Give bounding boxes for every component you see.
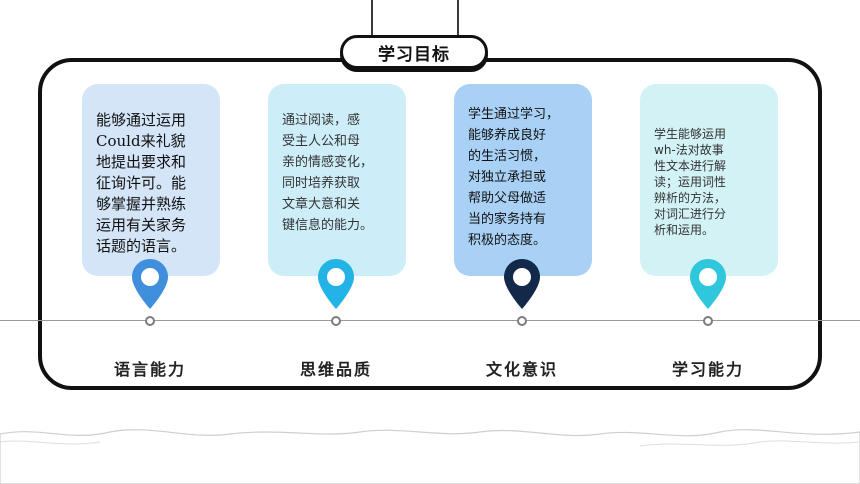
card-text: 能够通过运用 Could来礼貌 地提出要求和 征询许可。能 够掌握并熟练 运用有… xyxy=(96,111,187,255)
label-language-ability: 语言能力 xyxy=(113,360,186,379)
page-title: 学习目标 xyxy=(378,44,450,65)
card-text: 学生能够运用 wh-法对故事 性文本进行解 读；运用词性 辨析的方法， 对词汇进… xyxy=(654,127,727,237)
label-cultural-awareness: 文化意识 xyxy=(485,360,558,379)
location-pin-icon xyxy=(690,259,726,309)
card-cultural-awareness: 学生通过学习， 能够养成良好 的生活习惯， 对独立承担或 帮助父母做适 当的家务… xyxy=(454,84,592,276)
label-learning-ability: 学习能力 xyxy=(671,360,744,379)
timeline-dot xyxy=(145,316,155,326)
title-tab: 学习目标 xyxy=(340,35,488,69)
location-pin-icon xyxy=(318,259,354,309)
decorative-wave xyxy=(0,429,860,484)
timeline-dot xyxy=(703,316,713,326)
hanging-string-right xyxy=(457,0,459,40)
timeline-dot xyxy=(517,316,527,326)
timeline-dot xyxy=(331,316,341,326)
location-pin-icon xyxy=(132,259,168,309)
card-learning-ability: 学生能够运用 wh-法对故事 性文本进行解 读；运用词性 辨析的方法， 对词汇进… xyxy=(640,84,778,276)
timeline-line xyxy=(0,320,860,321)
card-language-ability: 能够通过运用 Could来礼貌 地提出要求和 征询许可。能 够掌握并熟练 运用有… xyxy=(82,84,220,276)
location-pin-icon xyxy=(504,259,540,309)
label-thinking-quality: 思维品质 xyxy=(299,360,372,379)
card-text: 学生通过学习， 能够养成良好 的生活习惯， 对独立承担或 帮助父母做适 当的家务… xyxy=(468,107,560,248)
hanging-string-left xyxy=(371,0,373,40)
card-thinking-quality: 通过阅读，感 受主人公和母 亲的情感变化， 同时培养获取 文章大意和关 键信息的… xyxy=(268,84,406,276)
card-text: 通过阅读，感 受主人公和母 亲的情感变化， 同时培养获取 文章大意和关 键信息的… xyxy=(282,113,374,233)
